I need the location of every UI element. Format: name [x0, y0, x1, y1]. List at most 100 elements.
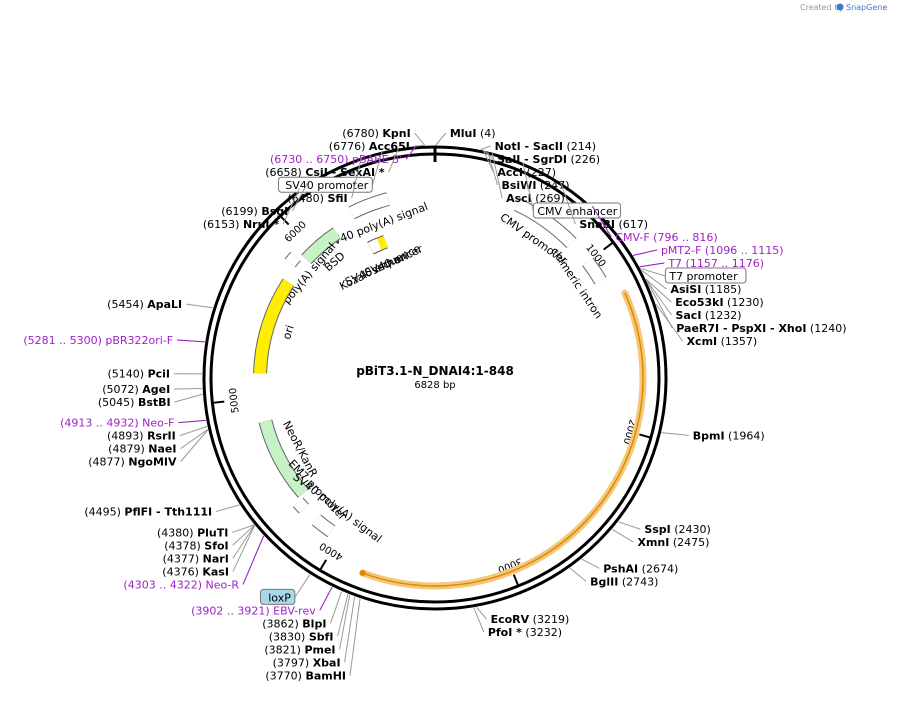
leader-line: [232, 524, 255, 533]
restriction-site-label: (6153) NruI *: [203, 218, 279, 231]
primer-label: T7 (1157 .. 1176): [667, 257, 764, 270]
restriction-site-label: AccI (227): [497, 166, 556, 179]
site-pos: (5045): [98, 396, 138, 409]
leader-line: [179, 426, 208, 437]
site-pos: (1185): [701, 283, 741, 296]
feature-arrow-terminator: [312, 515, 335, 537]
site-names: PflFI - Tth111I: [124, 505, 212, 518]
feature-box: [664, 267, 747, 284]
site-names: PmeI: [304, 643, 335, 656]
site-names: BamHI: [305, 669, 346, 682]
site-pos: (617): [615, 218, 648, 231]
site-pos: (4877): [88, 456, 128, 469]
site-names: NotI - SacII: [495, 140, 563, 153]
restriction-site-label: BglII (2743): [590, 575, 658, 588]
restriction-site-label: (4378) SfoI: [164, 539, 228, 552]
site-pos: (226): [567, 153, 600, 166]
feature-arrow-enhancer: [368, 238, 382, 254]
leader-line: [435, 132, 447, 146]
leader-line: [414, 132, 426, 146]
site-pos: (1232): [701, 309, 741, 322]
site-pos: (4380): [157, 526, 197, 539]
site-names: BlpI: [302, 617, 326, 630]
site-names: XbaI: [313, 656, 341, 669]
feature-arrow-promoter: [514, 199, 576, 248]
feature-box: [259, 588, 296, 605]
site-names: AsiSI: [670, 283, 701, 296]
site-pos: (3232): [522, 626, 562, 639]
restriction-site-label: (3862) BlpI: [262, 617, 326, 630]
site-names: SnaBI: [579, 218, 615, 231]
leader-line: [344, 596, 356, 663]
restriction-site-label: (5045) BstBI: [98, 396, 171, 409]
leader-line: [559, 181, 576, 225]
restriction-site-label: (4376) KasI: [162, 565, 229, 578]
primer-leader: [591, 205, 612, 238]
site-pos: (2430): [671, 523, 711, 536]
leader-line: [291, 182, 308, 212]
leader-line: [282, 188, 300, 225]
site-pos: (247): [536, 179, 569, 192]
leader-line: [569, 567, 587, 582]
site-names: NruI *: [243, 218, 279, 231]
leader-line: [174, 388, 203, 390]
site-names: SbfI: [309, 630, 334, 643]
site-names: PciI: [148, 368, 170, 381]
primer-leader: [405, 145, 417, 160]
feature-arrow-promoter: [293, 498, 309, 513]
primer-leader: [242, 535, 265, 585]
tick-mark: [603, 241, 614, 251]
restriction-site-label: (3821) PmeI: [264, 643, 335, 656]
leader-line: [640, 267, 666, 277]
restriction-site-label: PaeR7I - PspXI - XhoI (1240): [676, 322, 846, 335]
site-names: KasI: [202, 565, 229, 578]
restriction-site-label: (4380) PluTI: [157, 526, 228, 539]
leader-line: [388, 147, 400, 173]
leader-line: [611, 528, 634, 543]
primer-leader: [639, 262, 665, 268]
restriction-site-label: SalI - SgrDI (226): [497, 153, 600, 166]
feature-box: [532, 202, 622, 219]
leader-line: [522, 162, 534, 212]
site-pos: (1357): [717, 335, 757, 348]
restriction-site-label: MluI (4): [450, 127, 496, 140]
restriction-site-label: SspI (2430): [644, 523, 711, 536]
insert-arrow-icon: [359, 570, 366, 577]
restriction-site-label: AscI (269): [506, 192, 565, 205]
primer-label: (6730 .. 6750) pBABE 3': [270, 153, 402, 166]
leader-line: [480, 145, 491, 150]
site-pos: (4): [476, 127, 495, 140]
site-names: PaeR7I - PspXI - XhoI: [676, 322, 806, 335]
leader-line: [581, 558, 600, 569]
tick-mark: [512, 574, 520, 587]
primer-label: (4913 .. 4932) Neo-F: [60, 417, 174, 430]
site-names: SalI - SgrDI: [497, 153, 567, 166]
leader-line: [645, 279, 672, 316]
plasmid-size: 6828 bp: [414, 380, 455, 391]
site-names: BglII: [590, 575, 618, 588]
feature-arrow-intron: [582, 258, 606, 284]
site-pos: (4879): [108, 443, 148, 456]
feature-box: [277, 176, 373, 193]
leader-line: [232, 525, 256, 572]
restriction-site-label: (5454) ApaLI: [107, 298, 182, 311]
site-pos: (1964): [725, 429, 765, 442]
site-pos: (5454): [107, 298, 147, 311]
tick-label: 4000: [318, 540, 345, 563]
insert-line: [362, 292, 644, 587]
restriction-site-label: (4495) PflFI - Tth111I: [84, 505, 212, 518]
site-pos: (3821): [264, 643, 304, 656]
site-names: PfoI *: [488, 626, 522, 639]
restriction-site-label: (5072) AgeI: [102, 383, 170, 396]
site-names: BpmI: [693, 429, 725, 442]
site-names: XmnI: [637, 536, 669, 549]
restriction-site-label: PfoI * (3232): [488, 626, 562, 639]
site-names: AccI: [497, 166, 523, 179]
primer-leader: [177, 339, 205, 343]
leader-line: [186, 303, 213, 309]
site-pos: (269): [532, 192, 565, 205]
snapgene-logo-icon: [836, 3, 844, 11]
leader-line: [655, 303, 683, 342]
site-names: SfoI: [204, 539, 228, 552]
